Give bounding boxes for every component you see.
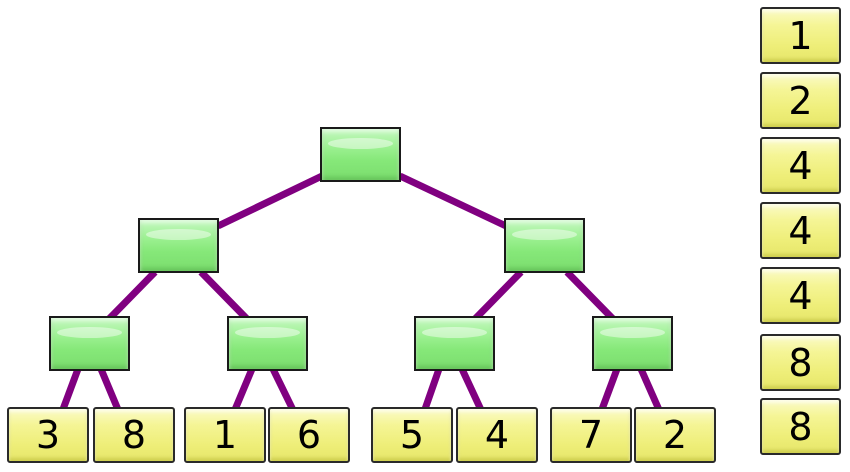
tree-node-level2-3 bbox=[414, 316, 495, 371]
tree-edge bbox=[198, 269, 251, 323]
sorted-box: 4 bbox=[760, 202, 841, 259]
tree-edge bbox=[269, 367, 298, 414]
tree-edge bbox=[398, 172, 508, 230]
tree-edge bbox=[564, 269, 617, 323]
sorted-box: 2 bbox=[760, 72, 841, 129]
tree-edge bbox=[471, 269, 524, 323]
leaf-box: 7 bbox=[550, 407, 632, 463]
sorted-box: 1 bbox=[760, 7, 841, 64]
leaf-box: 2 bbox=[634, 407, 716, 463]
leaf-box: 5 bbox=[371, 407, 453, 463]
sorted-box: 4 bbox=[760, 137, 841, 194]
tree-node-level2-1 bbox=[49, 316, 130, 371]
tree-node-root bbox=[320, 127, 401, 182]
leaf-box: 3 bbox=[7, 407, 89, 463]
tree-edge bbox=[97, 367, 123, 414]
sorted-box: 8 bbox=[760, 334, 841, 391]
leaf-box: 8 bbox=[93, 407, 175, 463]
tree-edge bbox=[597, 367, 621, 414]
leaf-box: 4 bbox=[456, 407, 538, 463]
tree-edge bbox=[230, 367, 256, 414]
tree-edge bbox=[420, 367, 443, 414]
tree-edge bbox=[105, 269, 158, 323]
leaf-box: 1 bbox=[184, 407, 266, 463]
tree-edge bbox=[458, 367, 486, 414]
tree-edge bbox=[637, 367, 664, 414]
tree-node-level1-right bbox=[504, 218, 585, 273]
leaf-box: 6 bbox=[268, 407, 350, 463]
sorted-box: 8 bbox=[760, 398, 841, 455]
tree-node-level2-4 bbox=[592, 316, 673, 371]
sorted-box: 4 bbox=[760, 267, 841, 324]
tree-edge bbox=[216, 172, 324, 230]
tree-node-level1-left bbox=[138, 218, 219, 273]
tree-edge bbox=[58, 367, 82, 414]
tree-node-level2-2 bbox=[227, 316, 308, 371]
